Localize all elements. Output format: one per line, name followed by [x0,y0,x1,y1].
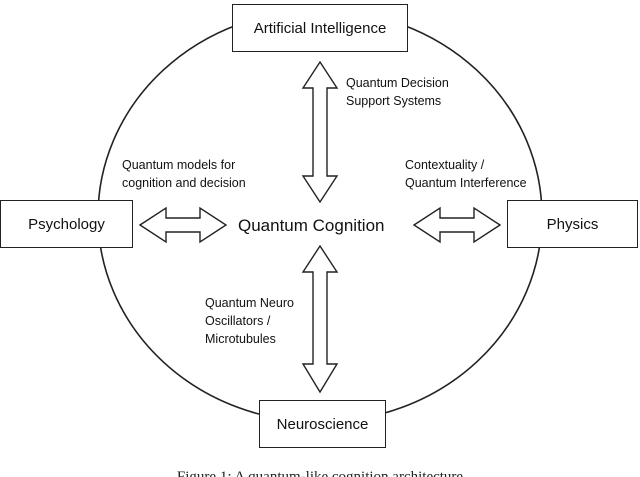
link-label-top: Quantum Decision Support Systems [346,74,449,110]
double-arrow-bottom [301,244,339,394]
link-label-line: Microtubules [205,332,276,346]
link-label-line: Contextuality / [405,158,485,172]
node-physics: Physics [507,200,638,248]
link-label-line: Support Systems [346,94,442,108]
node-label: Physics [546,215,599,233]
link-label-left: Quantum models for cognition and decisio… [122,156,246,192]
figure-caption: Figure 1: A quantum-like cognition archi… [176,469,464,477]
node-neuroscience: Neuroscience [259,400,386,448]
node-artificial-intelligence: Artificial Intelligence [232,4,408,52]
link-label-bottom: Quantum Neuro Oscillators / Microtubules [205,294,294,348]
link-label-line: Quantum models for [122,158,236,172]
link-label-line: Quantum Interference [405,176,527,190]
link-label-line: Quantum Neuro [205,296,294,310]
double-arrow-top [301,60,339,204]
link-label-line: Oscillators / [205,314,271,328]
node-label: Artificial Intelligence [253,19,387,37]
double-arrow-left [138,206,228,244]
node-psychology: Psychology [0,200,133,248]
node-label: Neuroscience [276,415,369,433]
node-label: Psychology [28,215,105,233]
link-label-right: Contextuality / Quantum Interference [405,156,527,192]
link-label-line: Quantum Decision [346,76,449,90]
double-arrow-right [412,206,502,244]
link-label-line: cognition and decision [122,176,246,190]
center-node-quantum-cognition: Quantum Cognition [238,216,385,235]
